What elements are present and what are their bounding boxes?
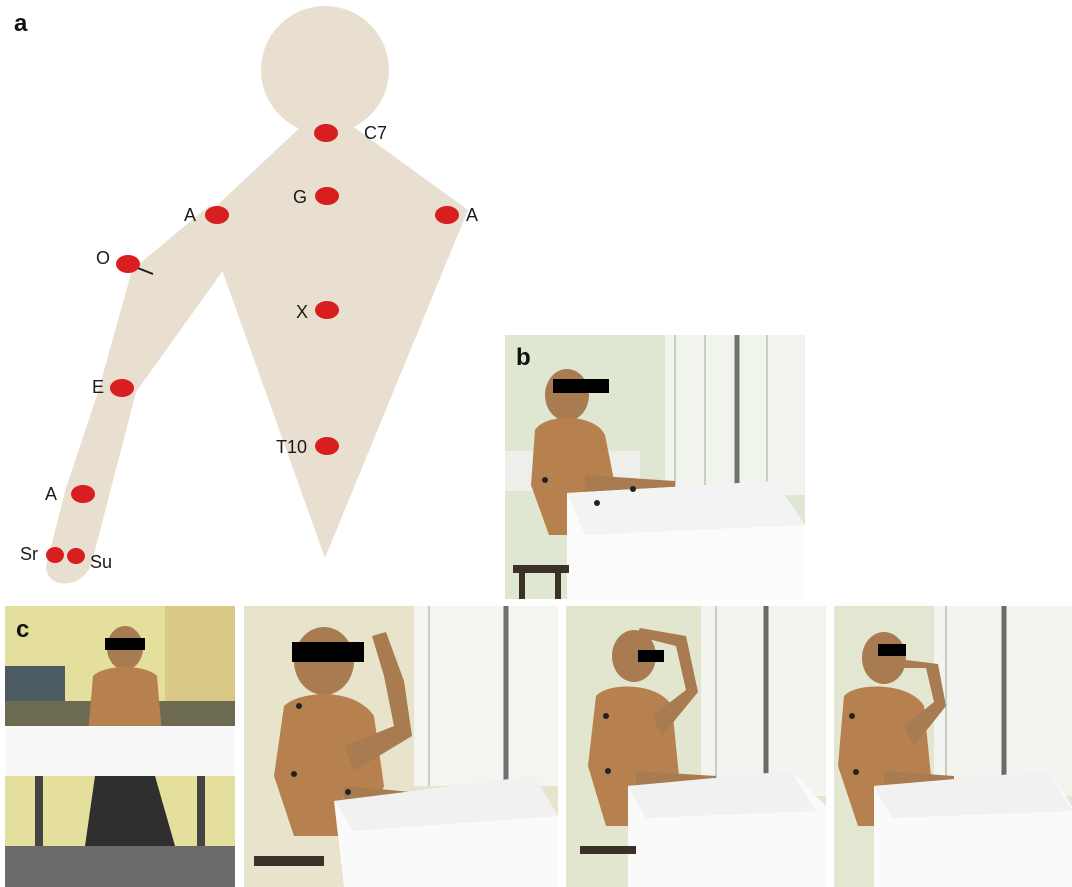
marker-o: O [96,248,140,273]
photo-c-2 [244,606,558,887]
photo-b [505,335,805,599]
arm-shape [46,205,236,584]
marker-label-a-right: A [184,205,196,225]
photo-c-3 [566,606,826,887]
marker-label-o: O [96,248,110,268]
body-marker-diagram: C7 G A A O X E T10 A Sr Su [0,0,540,600]
photo-c-4 [834,606,1072,887]
photo-c-1 [5,606,235,887]
marker-label-su: Su [90,552,112,572]
marker-label-t10: T10 [276,437,307,457]
marker-label-a-forearm: A [45,484,57,504]
marker-label-a-left: A [466,205,478,225]
marker-label-x: X [296,302,308,322]
panel-label-b: b [516,344,531,372]
marker-label-e: E [92,377,104,397]
head-shape [261,6,389,134]
marker-label-sr: Sr [20,544,38,564]
marker-label-c7: C7 [364,123,387,143]
torso-shape [210,120,468,558]
panel-label-c: c [16,616,29,644]
marker-label-g: G [293,187,307,207]
